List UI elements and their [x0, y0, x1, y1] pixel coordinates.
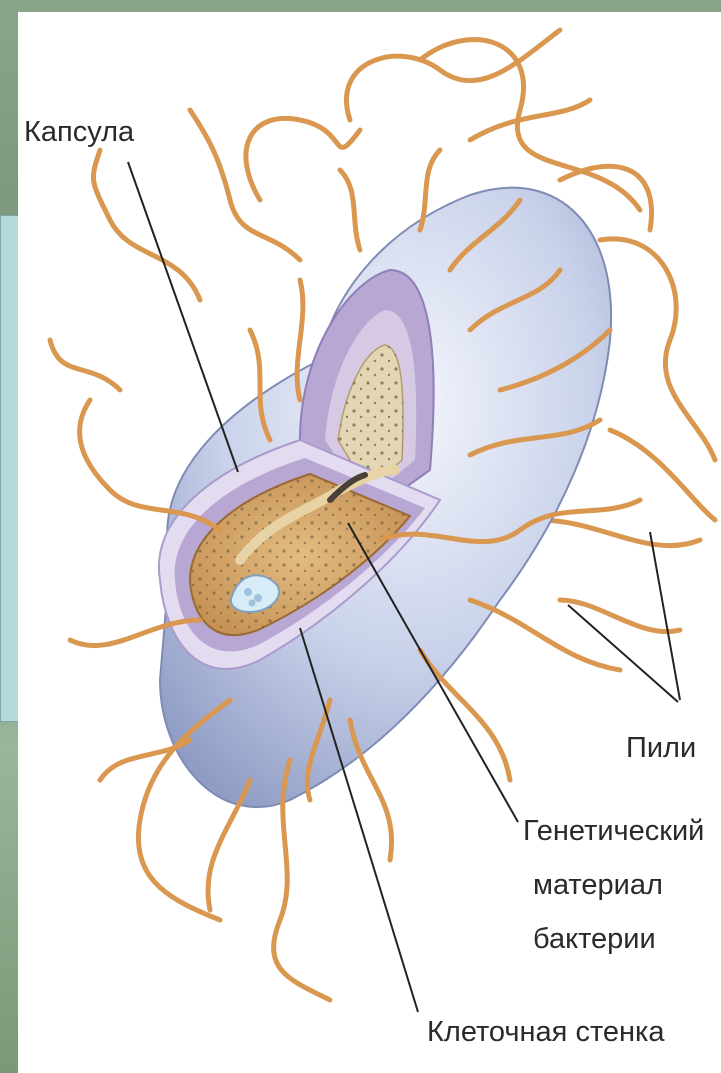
- label-pili: Пили: [626, 732, 696, 764]
- label-capsule: Капсула: [24, 116, 135, 148]
- leader-line-pili-1: [650, 532, 680, 700]
- leader-line-capsule: [128, 162, 238, 472]
- label-cell-wall: Клеточная стенка: [427, 1016, 665, 1048]
- label-genetic-material-line2: материал: [533, 869, 663, 901]
- label-genetic-material-line1: Генетический: [523, 815, 704, 847]
- label-genetic-material-line3: бактерии: [533, 923, 656, 955]
- cell-body: [159, 188, 611, 807]
